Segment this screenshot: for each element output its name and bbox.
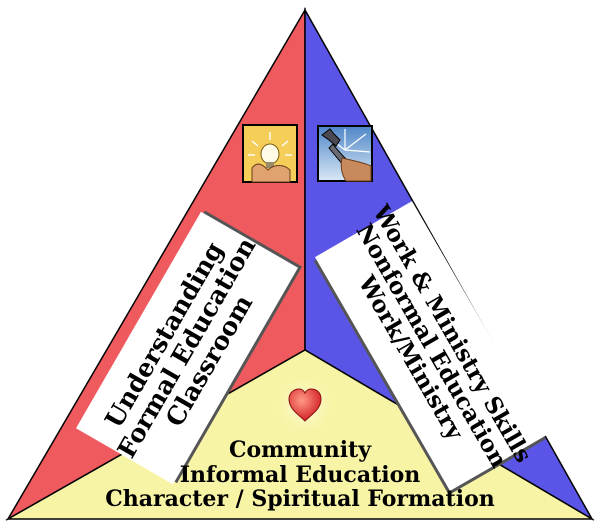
bottom-section-label: Community Informal Education Character /… <box>60 438 540 512</box>
wrench-hand-icon <box>317 125 373 182</box>
bottom-label-line-3: Character / Spiritual Formation <box>105 486 495 513</box>
bottom-label-line-1: Community <box>228 437 372 463</box>
bottom-label-line-2: Informal Education <box>179 461 421 488</box>
lightbulb-hand-icon <box>242 124 298 183</box>
heart-icon <box>275 375 335 435</box>
